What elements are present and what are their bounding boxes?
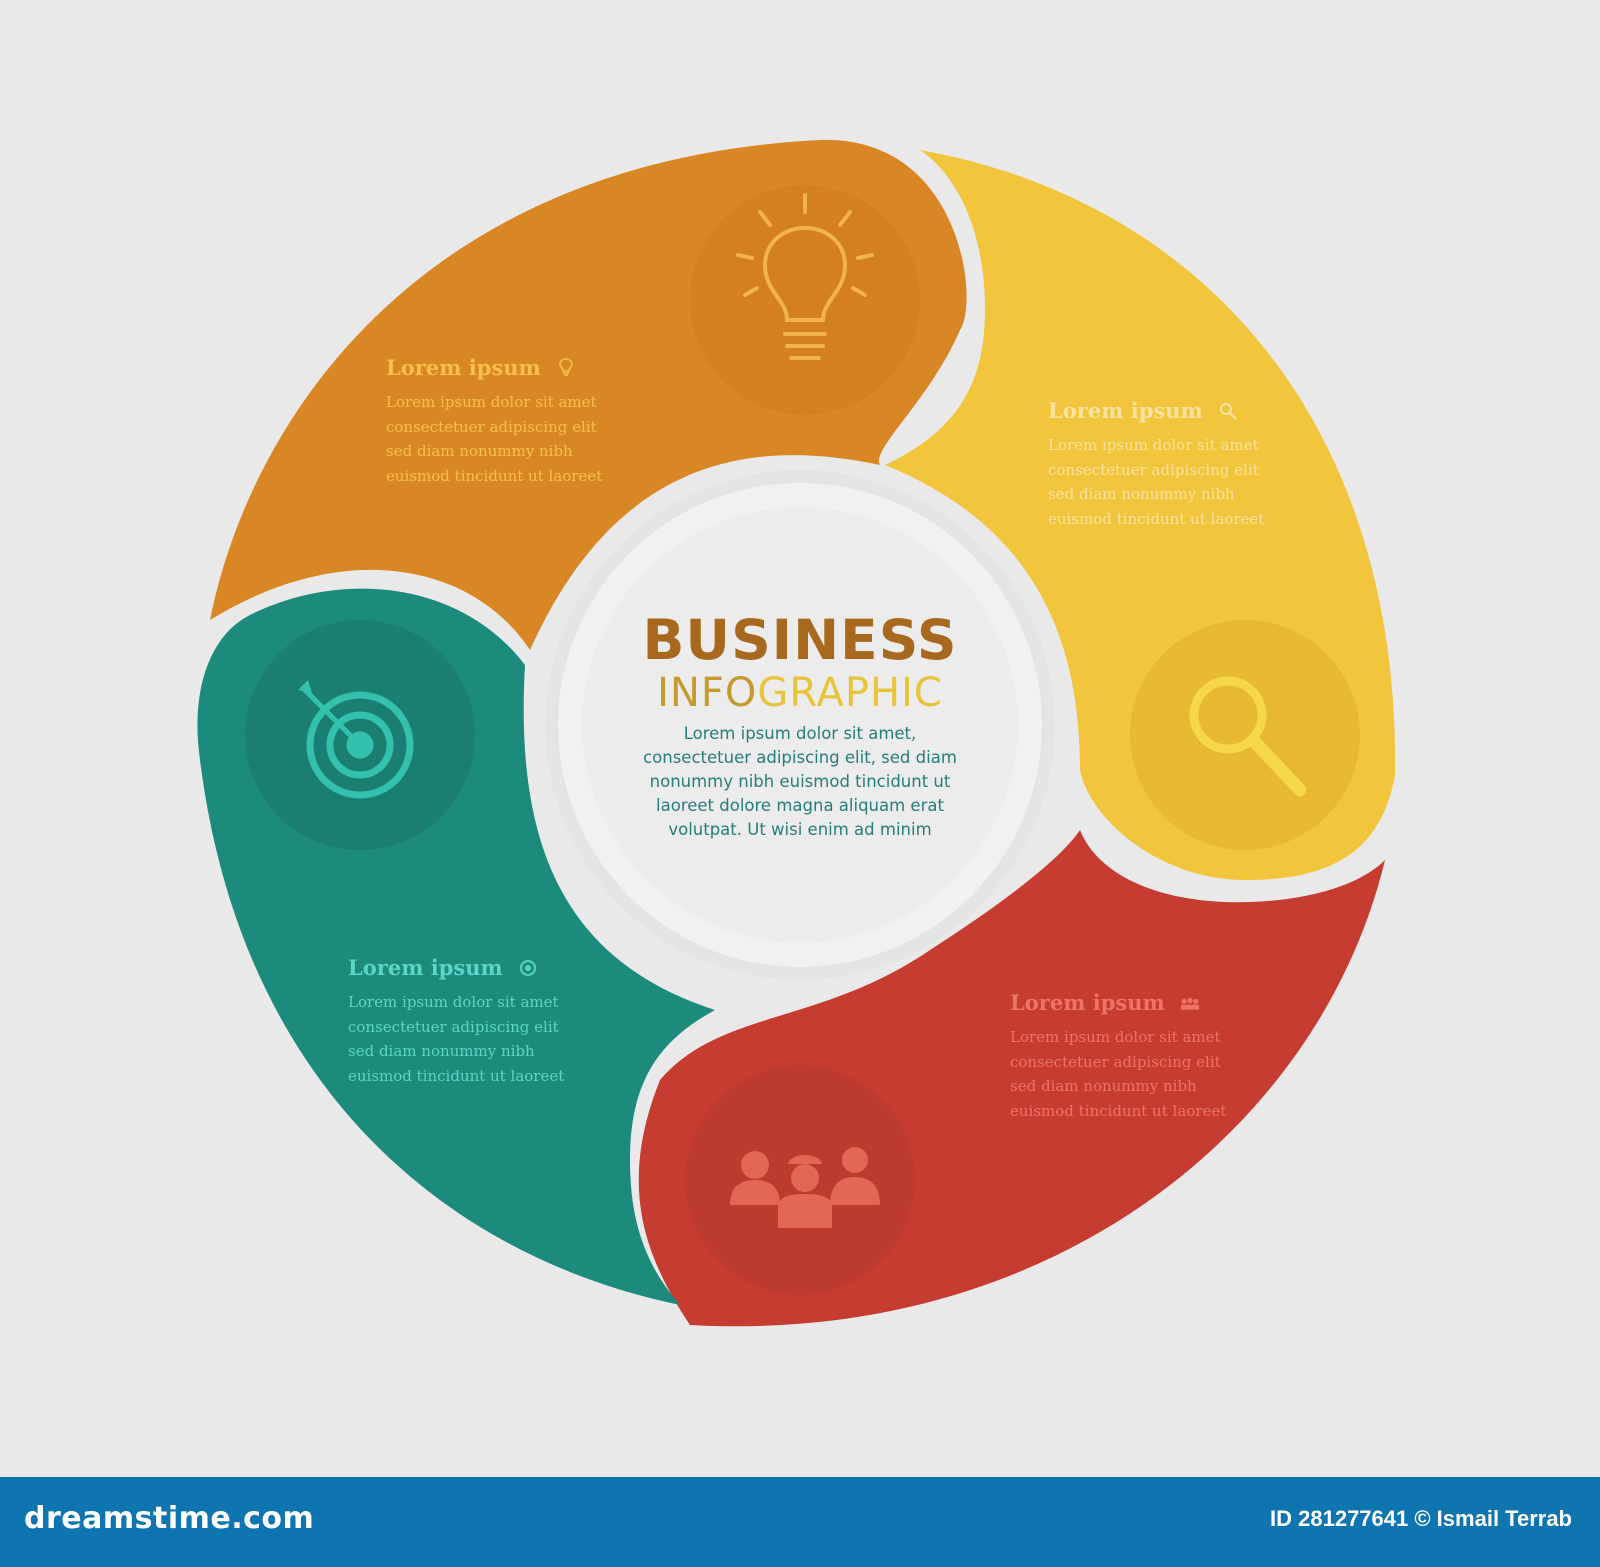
lightbulb-icon bbox=[736, 193, 874, 360]
red-line-1: Lorem ipsum dolor sit amet bbox=[1010, 1028, 1221, 1046]
orange-segment-body: Lorem ipsum dolor sit amet consectetuer … bbox=[386, 390, 602, 488]
yellow-line-3: sed diam nonummy nibh bbox=[1048, 485, 1235, 503]
team-icon bbox=[730, 1147, 880, 1228]
yellow-segment-body: Lorem ipsum dolor sit amet consectetuer … bbox=[1048, 433, 1264, 531]
red-line-2: consectetuer adipiscing elit bbox=[1010, 1052, 1221, 1071]
team-icon bbox=[1180, 997, 1200, 1010]
orange-line-3: sed diam nonummy nibh bbox=[386, 442, 573, 460]
red-line-3: sed diam nonummy nibh bbox=[1010, 1077, 1197, 1095]
center-line-3: nonummy nibh euismod tincidunt ut bbox=[649, 772, 951, 791]
center-inner-disc bbox=[582, 507, 1018, 943]
footer-bar: dreamstime.com ID 281277641 © Ismail Ter… bbox=[0, 1477, 1600, 1567]
yellow-segment-title: Lorem ipsum bbox=[1048, 398, 1238, 423]
center-line-5: volutpat. Ut wisi enim ad minim bbox=[668, 820, 932, 839]
orange-segment-title-text: Lorem ipsum bbox=[386, 355, 541, 380]
orange-line-4: euismod tincidunt ut laoreet bbox=[386, 466, 603, 485]
yellow-line-4: euismod tincidunt ut laoreet bbox=[1048, 509, 1265, 528]
yellow-segment-title-text: Lorem ipsum bbox=[1048, 398, 1203, 423]
orange-line-2: consectetuer adipiscing elit bbox=[386, 417, 597, 436]
teal-line-4: euismod tincidunt ut laoreet bbox=[348, 1066, 565, 1085]
center-heading: BUSINESS bbox=[642, 608, 958, 672]
center-subheading-part2: GRAPHIC bbox=[757, 670, 943, 716]
yellow-icon-circle bbox=[1130, 620, 1360, 850]
center-subheading: INFOGRAPHIC bbox=[580, 670, 1020, 716]
teal-line-1: Lorem ipsum dolor sit amet bbox=[348, 993, 559, 1011]
lightbulb-icon bbox=[559, 358, 573, 376]
target-icon bbox=[520, 960, 537, 976]
target-icon bbox=[298, 680, 414, 799]
yellow-line-2: consectetuer adipiscing elit bbox=[1048, 460, 1259, 479]
red-segment-title: Lorem ipsum bbox=[1010, 990, 1200, 1015]
center-line-2: consectetuer adipiscing elit, sed diam bbox=[643, 748, 957, 767]
footer-brand[interactable]: dreamstime.com bbox=[24, 1501, 315, 1536]
center-paragraph: Lorem ipsum dolor sit amet, consectetuer… bbox=[580, 722, 1020, 842]
center-content: BUSINESS INFOGRAPHIC Lorem ipsum dolor s… bbox=[580, 610, 1020, 870]
center-subheading-part1: INFO bbox=[657, 670, 758, 716]
magnifier-icon bbox=[1189, 676, 1307, 797]
footer-image-id: ID 281277641 © Ismail Terrab bbox=[1270, 1506, 1572, 1531]
teal-line-2: consectetuer adipiscing elit bbox=[348, 1017, 559, 1036]
magnifier-icon bbox=[1220, 403, 1237, 420]
teal-segment-title: Lorem ipsum bbox=[348, 955, 538, 980]
orange-line-1: Lorem ipsum dolor sit amet bbox=[386, 393, 597, 411]
teal-segment-body: Lorem ipsum dolor sit amet consectetuer … bbox=[348, 990, 564, 1088]
yellow-line-1: Lorem ipsum dolor sit amet bbox=[1048, 436, 1259, 454]
red-segment-title-text: Lorem ipsum bbox=[1010, 990, 1165, 1015]
teal-line-3: sed diam nonummy nibh bbox=[348, 1042, 535, 1060]
teal-segment-title-text: Lorem ipsum bbox=[348, 955, 503, 980]
orange-segment-title: Lorem ipsum bbox=[386, 355, 576, 380]
red-segment-body: Lorem ipsum dolor sit amet consectetuer … bbox=[1010, 1025, 1226, 1123]
center-line-4: laoreet dolore magna aliquam erat bbox=[656, 796, 944, 815]
center-line-1: Lorem ipsum dolor sit amet, bbox=[683, 724, 917, 743]
red-line-4: euismod tincidunt ut laoreet bbox=[1010, 1101, 1227, 1120]
orange-icon-circle bbox=[690, 185, 920, 415]
